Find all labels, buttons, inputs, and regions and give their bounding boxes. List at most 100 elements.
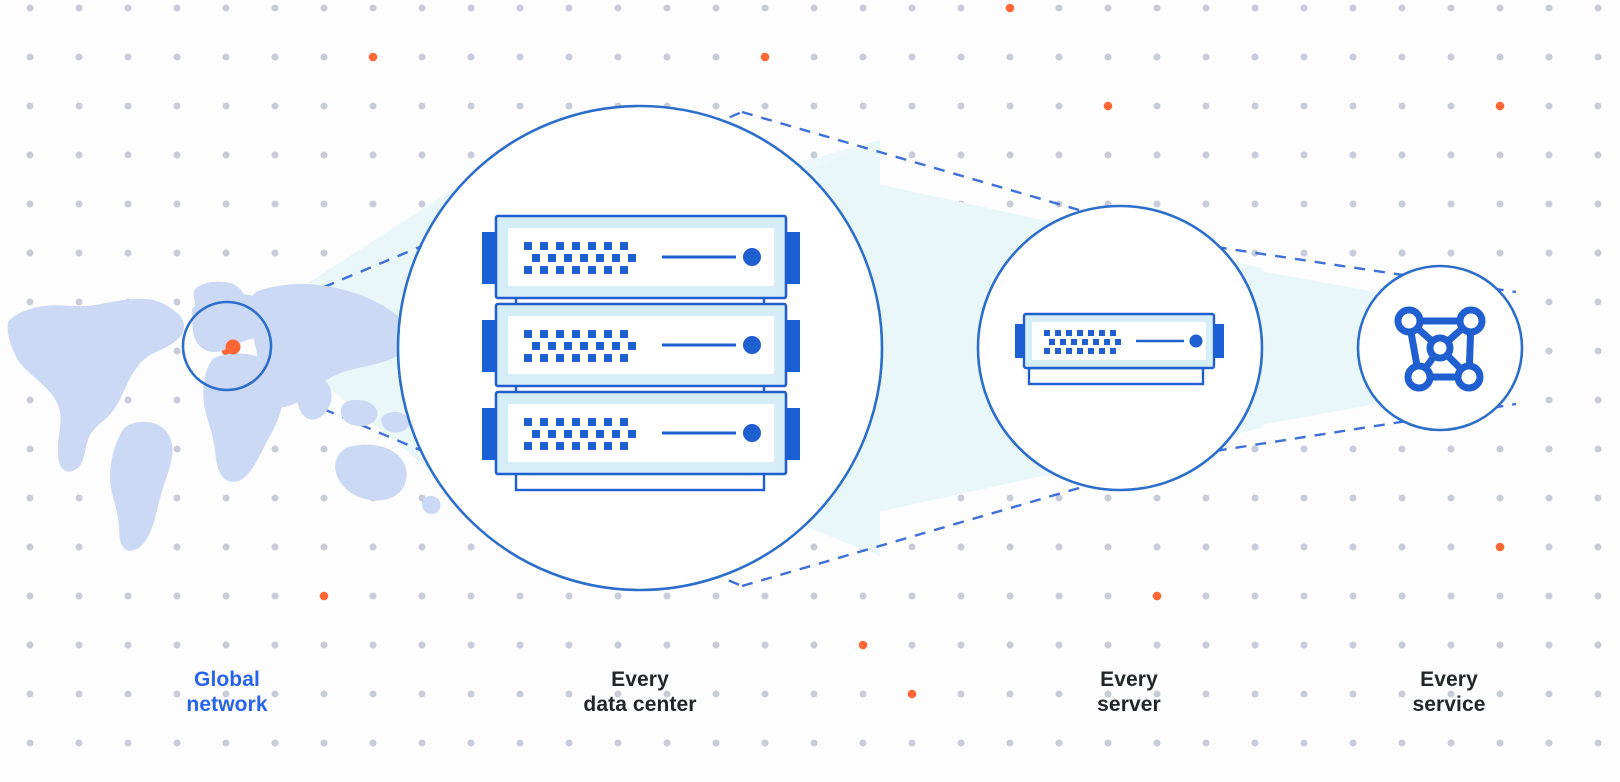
grid-dot <box>75 4 83 12</box>
grid-dot <box>1300 200 1308 208</box>
grid-dot <box>1447 151 1455 159</box>
grid-dot <box>1251 102 1259 110</box>
grid-dot-highlight <box>1152 591 1162 601</box>
grid-dot <box>1594 641 1602 649</box>
grid-dot <box>761 102 769 110</box>
grid-dot <box>26 494 34 502</box>
grid-dot <box>1251 592 1259 600</box>
grid-dot <box>1447 102 1455 110</box>
grid-dot <box>26 641 34 649</box>
grid-dot <box>222 739 230 747</box>
grid-dot <box>173 298 181 306</box>
grid-dot <box>712 102 720 110</box>
grid-dot <box>712 53 720 61</box>
grid-dot <box>320 494 328 502</box>
grid-dot <box>565 592 573 600</box>
grid-dot <box>1055 592 1063 600</box>
grid-dot <box>1398 739 1406 747</box>
grid-dot <box>320 200 328 208</box>
grid-dot <box>1398 494 1406 502</box>
grid-dot <box>1055 494 1063 502</box>
grid-dot <box>663 690 671 698</box>
grid-dot <box>26 298 34 306</box>
grid-dot <box>859 53 867 61</box>
grid-dot <box>320 249 328 257</box>
grid-dot <box>1545 739 1553 747</box>
grid-dot <box>1594 298 1602 306</box>
grid-dot <box>369 739 377 747</box>
grid-dot <box>957 592 965 600</box>
grid-dot <box>173 4 181 12</box>
grid-dot <box>1594 200 1602 208</box>
grid-dot <box>1251 151 1259 159</box>
node-graph-icon <box>1394 306 1486 392</box>
grid-dot <box>565 690 573 698</box>
grid-dot <box>173 249 181 257</box>
grid-dot <box>1104 739 1112 747</box>
grid-dot <box>1300 543 1308 551</box>
grid-dot <box>320 4 328 12</box>
grid-dot <box>1447 200 1455 208</box>
grid-dot-highlight <box>1103 101 1113 111</box>
grid-dot <box>124 151 132 159</box>
grid-dot <box>1496 445 1504 453</box>
grid-dot <box>1349 445 1357 453</box>
grid-dot <box>369 200 377 208</box>
grid-dot-highlight <box>368 52 378 62</box>
grid-dot <box>1153 53 1161 61</box>
grid-dot <box>957 641 965 649</box>
grid-dot <box>1349 690 1357 698</box>
grid-dot <box>761 690 769 698</box>
grid-dot <box>1496 690 1504 698</box>
grid-dot <box>614 592 622 600</box>
grid-dot <box>271 641 279 649</box>
grid-dot <box>26 102 34 110</box>
grid-dot <box>271 102 279 110</box>
grid-dot <box>1104 641 1112 649</box>
grid-dot-highlight <box>907 689 917 699</box>
grid-dot <box>1398 641 1406 649</box>
grid-dot <box>124 592 132 600</box>
grid-dot <box>271 151 279 159</box>
grid-dot <box>957 690 965 698</box>
grid-dot <box>1496 494 1504 502</box>
grid-dot <box>565 4 573 12</box>
grid-dot <box>1398 592 1406 600</box>
grid-dot <box>1398 151 1406 159</box>
grid-dot <box>1300 690 1308 698</box>
grid-dot <box>26 200 34 208</box>
grid-dot <box>810 102 818 110</box>
grid-dot <box>467 739 475 747</box>
grid-dot <box>1202 592 1210 600</box>
grid-dot <box>173 102 181 110</box>
grid-dot <box>1447 592 1455 600</box>
grid-dot <box>222 641 230 649</box>
grid-dot <box>1202 641 1210 649</box>
grid-dot <box>1202 200 1210 208</box>
grid-dot <box>467 641 475 649</box>
grid-dot <box>467 151 475 159</box>
grid-dot <box>1447 543 1455 551</box>
grid-dot <box>1349 249 1357 257</box>
grid-dot <box>369 543 377 551</box>
grid-dot <box>712 739 720 747</box>
grid-dot <box>1447 4 1455 12</box>
grid-dot <box>761 592 769 600</box>
grid-dot <box>320 445 328 453</box>
grid-dot <box>516 102 524 110</box>
grid-dot-highlight <box>760 52 770 62</box>
grid-dot <box>1202 543 1210 551</box>
grid-dot <box>1349 53 1357 61</box>
grid-dot <box>1006 641 1014 649</box>
grid-dot <box>908 592 916 600</box>
grid-dot-highlight <box>319 591 329 601</box>
grid-dot <box>26 739 34 747</box>
grid-dot <box>1006 494 1014 502</box>
grid-dot <box>810 641 818 649</box>
grid-dot <box>75 151 83 159</box>
grid-dot <box>26 592 34 600</box>
grid-dot <box>1300 102 1308 110</box>
grid-dot <box>222 151 230 159</box>
grid-dot <box>1545 200 1553 208</box>
grid-dot <box>124 249 132 257</box>
